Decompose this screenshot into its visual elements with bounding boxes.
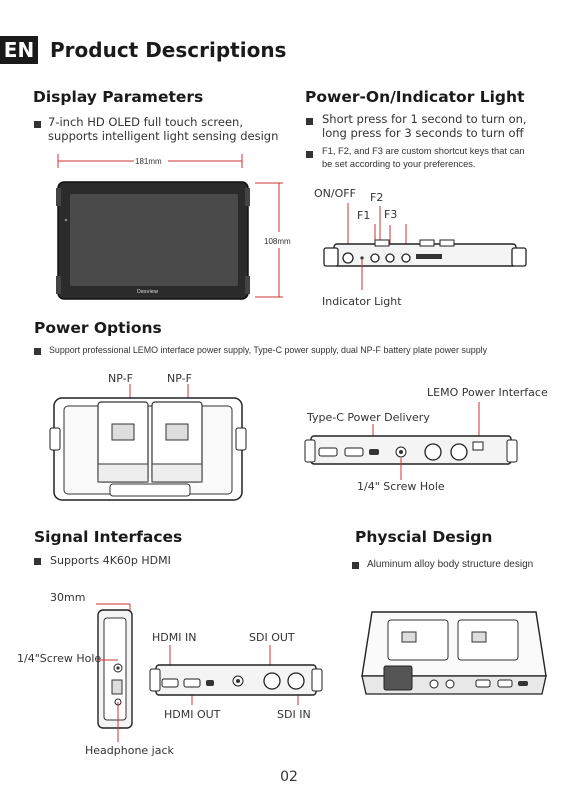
- sdi-out-label: SDI OUT: [249, 631, 295, 644]
- bullet-square: [352, 562, 359, 569]
- monitor-front-illustration: [56, 181, 250, 300]
- f1-label: F1: [357, 209, 371, 222]
- onoff-label: ON/OFF: [314, 187, 356, 200]
- bullet-square: [306, 151, 313, 158]
- width-dimension-line: [57, 154, 243, 168]
- power-bullet2-line2: be set according to your preferences.: [322, 159, 476, 169]
- lemo-label: LEMO Power Interface: [427, 386, 548, 399]
- monitor-side-illustration: [96, 603, 133, 742]
- power-options-bullet: Support professional LEMO interface powe…: [49, 345, 488, 355]
- battery-plate-illustration: [49, 384, 247, 501]
- display-bullet-line1: 7-inch HD OLED full touch screen,: [48, 115, 243, 129]
- f2-label: F2: [370, 191, 384, 204]
- npf-label-1: NP-F: [108, 372, 133, 385]
- signal-interfaces-heading: Signal Interfaces: [34, 528, 183, 546]
- power-bullet2-line1: F1, F2, and F3 are custom shortcut keys …: [322, 146, 525, 156]
- sdi-in-label: SDI IN: [277, 708, 311, 721]
- page-number: 02: [280, 769, 298, 785]
- power-bullet1-line2: long press for 3 seconds to turn off: [322, 126, 524, 140]
- bullet-square: [34, 348, 41, 355]
- display-parameters-heading: Display Parameters: [33, 88, 204, 106]
- page-title: Product Descriptions: [50, 38, 287, 62]
- f3-label: F3: [384, 208, 398, 221]
- height-dimension-line: [255, 182, 283, 298]
- typec-label: Type-C Power Delivery: [307, 411, 430, 424]
- monitor-isometric-illustration: [361, 611, 547, 695]
- power-bullet1-line1: Short press for 1 second to turn on,: [322, 112, 527, 126]
- bullet-square: [34, 121, 41, 128]
- hdmi-out-label: HDMI OUT: [164, 708, 221, 721]
- monitor-top-illustration: [323, 203, 527, 290]
- side-screw-hole-label: 1/4"Screw Hole: [17, 652, 102, 665]
- display-bullet-line2: supports intelligent light sensing desig…: [48, 129, 279, 143]
- monitor-bottom-power-illustration: [304, 402, 518, 480]
- physical-design-heading: Physcial Design: [355, 528, 493, 546]
- monitor-brand-label: Desview: [137, 289, 159, 295]
- bullet-square: [34, 558, 41, 565]
- signal-bullet: Supports 4K60p HDMI: [50, 554, 171, 567]
- bullet-square: [306, 118, 313, 125]
- physical-bullet: Aluminum alloy body structure design: [367, 559, 534, 570]
- height-label: 108mm: [264, 237, 291, 246]
- width-label: 181mm: [135, 157, 162, 166]
- language-badge: EN: [0, 36, 38, 64]
- thickness-label: 30mm: [50, 591, 86, 604]
- npf-label-2: NP-F: [167, 372, 192, 385]
- headphone-jack-label: Headphone jack: [85, 744, 174, 757]
- screw-hole-label: 1/4" Screw Hole: [357, 480, 445, 493]
- hdmi-in-label: HDMI IN: [152, 631, 197, 644]
- monitor-bottom-signal-illustration: [149, 645, 323, 705]
- power-options-heading: Power Options: [34, 319, 162, 337]
- power-on-heading: Power-On/Indicator Light: [305, 88, 525, 106]
- indicator-light-label: Indicator Light: [322, 295, 402, 308]
